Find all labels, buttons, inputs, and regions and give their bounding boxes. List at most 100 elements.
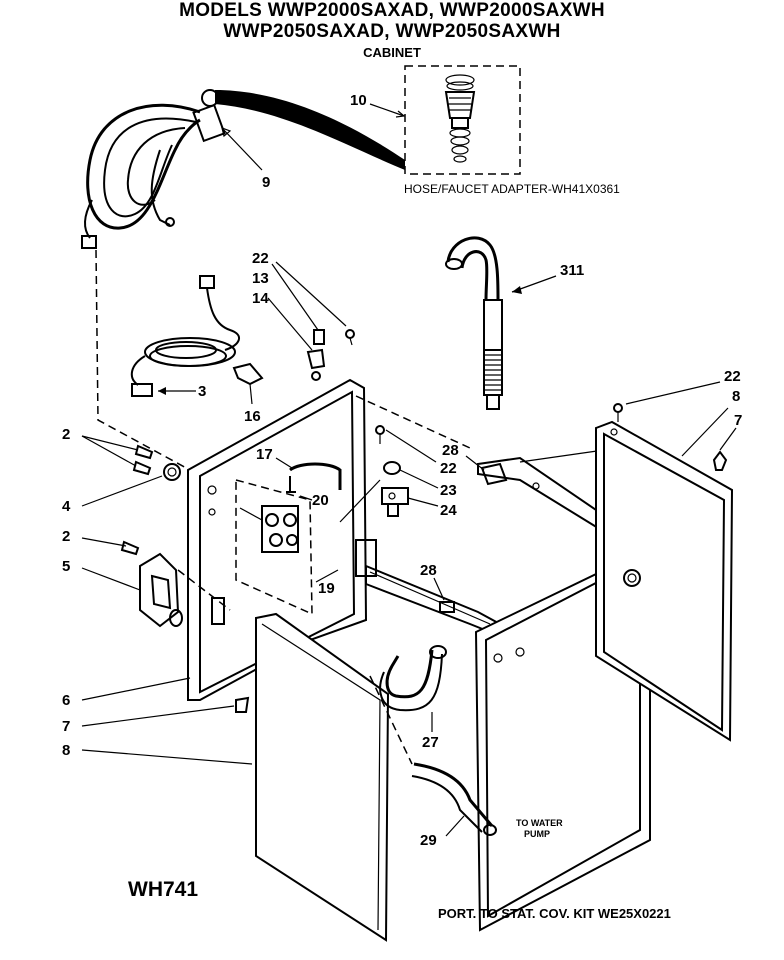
leader-2-upper-b: [81, 435, 137, 467]
drain-hose-27: [379, 645, 447, 712]
part-22-screw-top: [345, 329, 355, 339]
part-7-upper: [712, 450, 728, 471]
leader-14: [267, 297, 313, 351]
callout-9: 9: [262, 174, 271, 191]
leader-17: [275, 457, 293, 469]
callout-22-right: 22: [724, 368, 741, 385]
leader-20: [299, 495, 313, 501]
callout-8-lower: 8: [62, 742, 71, 759]
to-water-pump-note-line-2: PUMP: [524, 829, 551, 839]
part-13: [313, 329, 325, 345]
callout-6: 6: [62, 692, 71, 709]
screw-2c: [120, 540, 140, 556]
part-14-screw: [311, 371, 321, 381]
fill-tube: [289, 462, 342, 490]
models-title-line-1: MODELS WWP2000SAXAD, WWP2000SAXWH: [179, 0, 605, 21]
callout-311: 311: [560, 262, 585, 279]
hose-faucet-adapter-part: [404, 65, 521, 175]
tube-connector: [286, 476, 296, 493]
part-7-lower: [235, 696, 250, 713]
inlet-hose-assembly: [81, 89, 226, 249]
arrowhead-3: [158, 387, 166, 395]
footer-kit-note: PORT. TO STAT. COV. KIT WE25X0221: [438, 906, 671, 921]
leader-10: [369, 103, 405, 117]
bracket-5: [139, 552, 183, 628]
leader-22-top: [275, 261, 347, 327]
callout-16: 16: [244, 408, 261, 425]
callout-2-upper: 2: [62, 426, 71, 443]
leader-8-lower: [81, 749, 253, 765]
models-title-line-2: WWP2050SAXAD, WWP2050SAXWH: [223, 21, 561, 42]
callout-10: 10: [350, 92, 367, 109]
leader-5: [81, 567, 141, 591]
side-panel-right: [595, 420, 734, 742]
callout-20: 20: [312, 492, 329, 509]
leader-2-lower: [81, 537, 127, 547]
hose-to-adapter-band: [215, 90, 405, 170]
callout-19: 19: [318, 580, 335, 597]
screw-2a: [134, 444, 154, 460]
power-cord: [130, 275, 240, 397]
callout-8-upper: 8: [732, 388, 741, 405]
diagram-code: WH741: [128, 878, 199, 901]
callout-7-lower: 7: [62, 718, 71, 735]
callout-7-upper: 7: [734, 412, 743, 429]
drain-hose-29: [411, 762, 497, 836]
bushing-4-inner: [167, 467, 177, 477]
callout-24: 24: [440, 502, 457, 519]
leader-9: [221, 127, 263, 171]
bushing-4: [163, 463, 181, 481]
screw-2b: [132, 460, 152, 476]
to-water-pump-note-line-1: TO WATER: [516, 818, 563, 828]
callout-28-upper: 28: [442, 442, 459, 459]
leader-4: [81, 475, 163, 507]
part-22-screw-right: [613, 403, 623, 413]
leader-6: [81, 677, 191, 701]
callout-13: 13: [252, 270, 269, 287]
callout-4: 4: [62, 498, 71, 515]
leader-7-lower: [81, 705, 235, 727]
callout-23: 23: [440, 482, 457, 499]
arrowhead-311: [512, 286, 522, 294]
leader-28-upper: [465, 455, 485, 471]
hose-adapter-note: HOSE/FAUCET ADAPTER-WH41X0361: [404, 182, 620, 196]
arrowhead-9: [221, 127, 232, 138]
part-24-switch: [381, 487, 409, 517]
front-panel: [255, 612, 390, 942]
callout-22-center: 22: [440, 460, 457, 477]
leader-16: [249, 383, 253, 405]
dashed-path-drain: [369, 675, 413, 765]
part-23: [383, 461, 401, 475]
dashed-top-outline: [355, 395, 471, 449]
callout-2-lower: 2: [62, 528, 71, 545]
callout-27: 27: [422, 734, 439, 751]
part-22-shank: [349, 337, 353, 346]
arrowhead-10: [395, 110, 406, 118]
standpipe-hose: [445, 236, 503, 410]
leader-2-upper-a: [81, 435, 139, 451]
leader-22-right: [625, 381, 721, 405]
water-valve-assembly: [235, 479, 313, 616]
callout-3: 3: [198, 383, 207, 400]
leader-28-lower: [433, 577, 445, 601]
callout-5: 5: [62, 558, 71, 575]
cabinet-back-panel: [187, 378, 377, 701]
part-14: [306, 348, 326, 370]
leader-23: [399, 469, 439, 489]
dashed-path-bracket: [177, 569, 231, 611]
leader-24: [407, 497, 439, 507]
callout-14: 14: [252, 290, 269, 307]
section-title: CABINET: [363, 45, 421, 60]
part-22-screw-center: [375, 425, 385, 435]
clip-part: [232, 362, 264, 386]
leader-7-upper: [719, 427, 737, 451]
callout-17: 17: [256, 446, 273, 463]
callout-28-lower: 28: [420, 562, 437, 579]
switch-wire: [339, 479, 381, 523]
rail-to-side-line: [519, 449, 605, 463]
dashed-path-hose: [95, 249, 191, 471]
leader-19: [315, 569, 339, 583]
callout-29: 29: [420, 832, 437, 849]
